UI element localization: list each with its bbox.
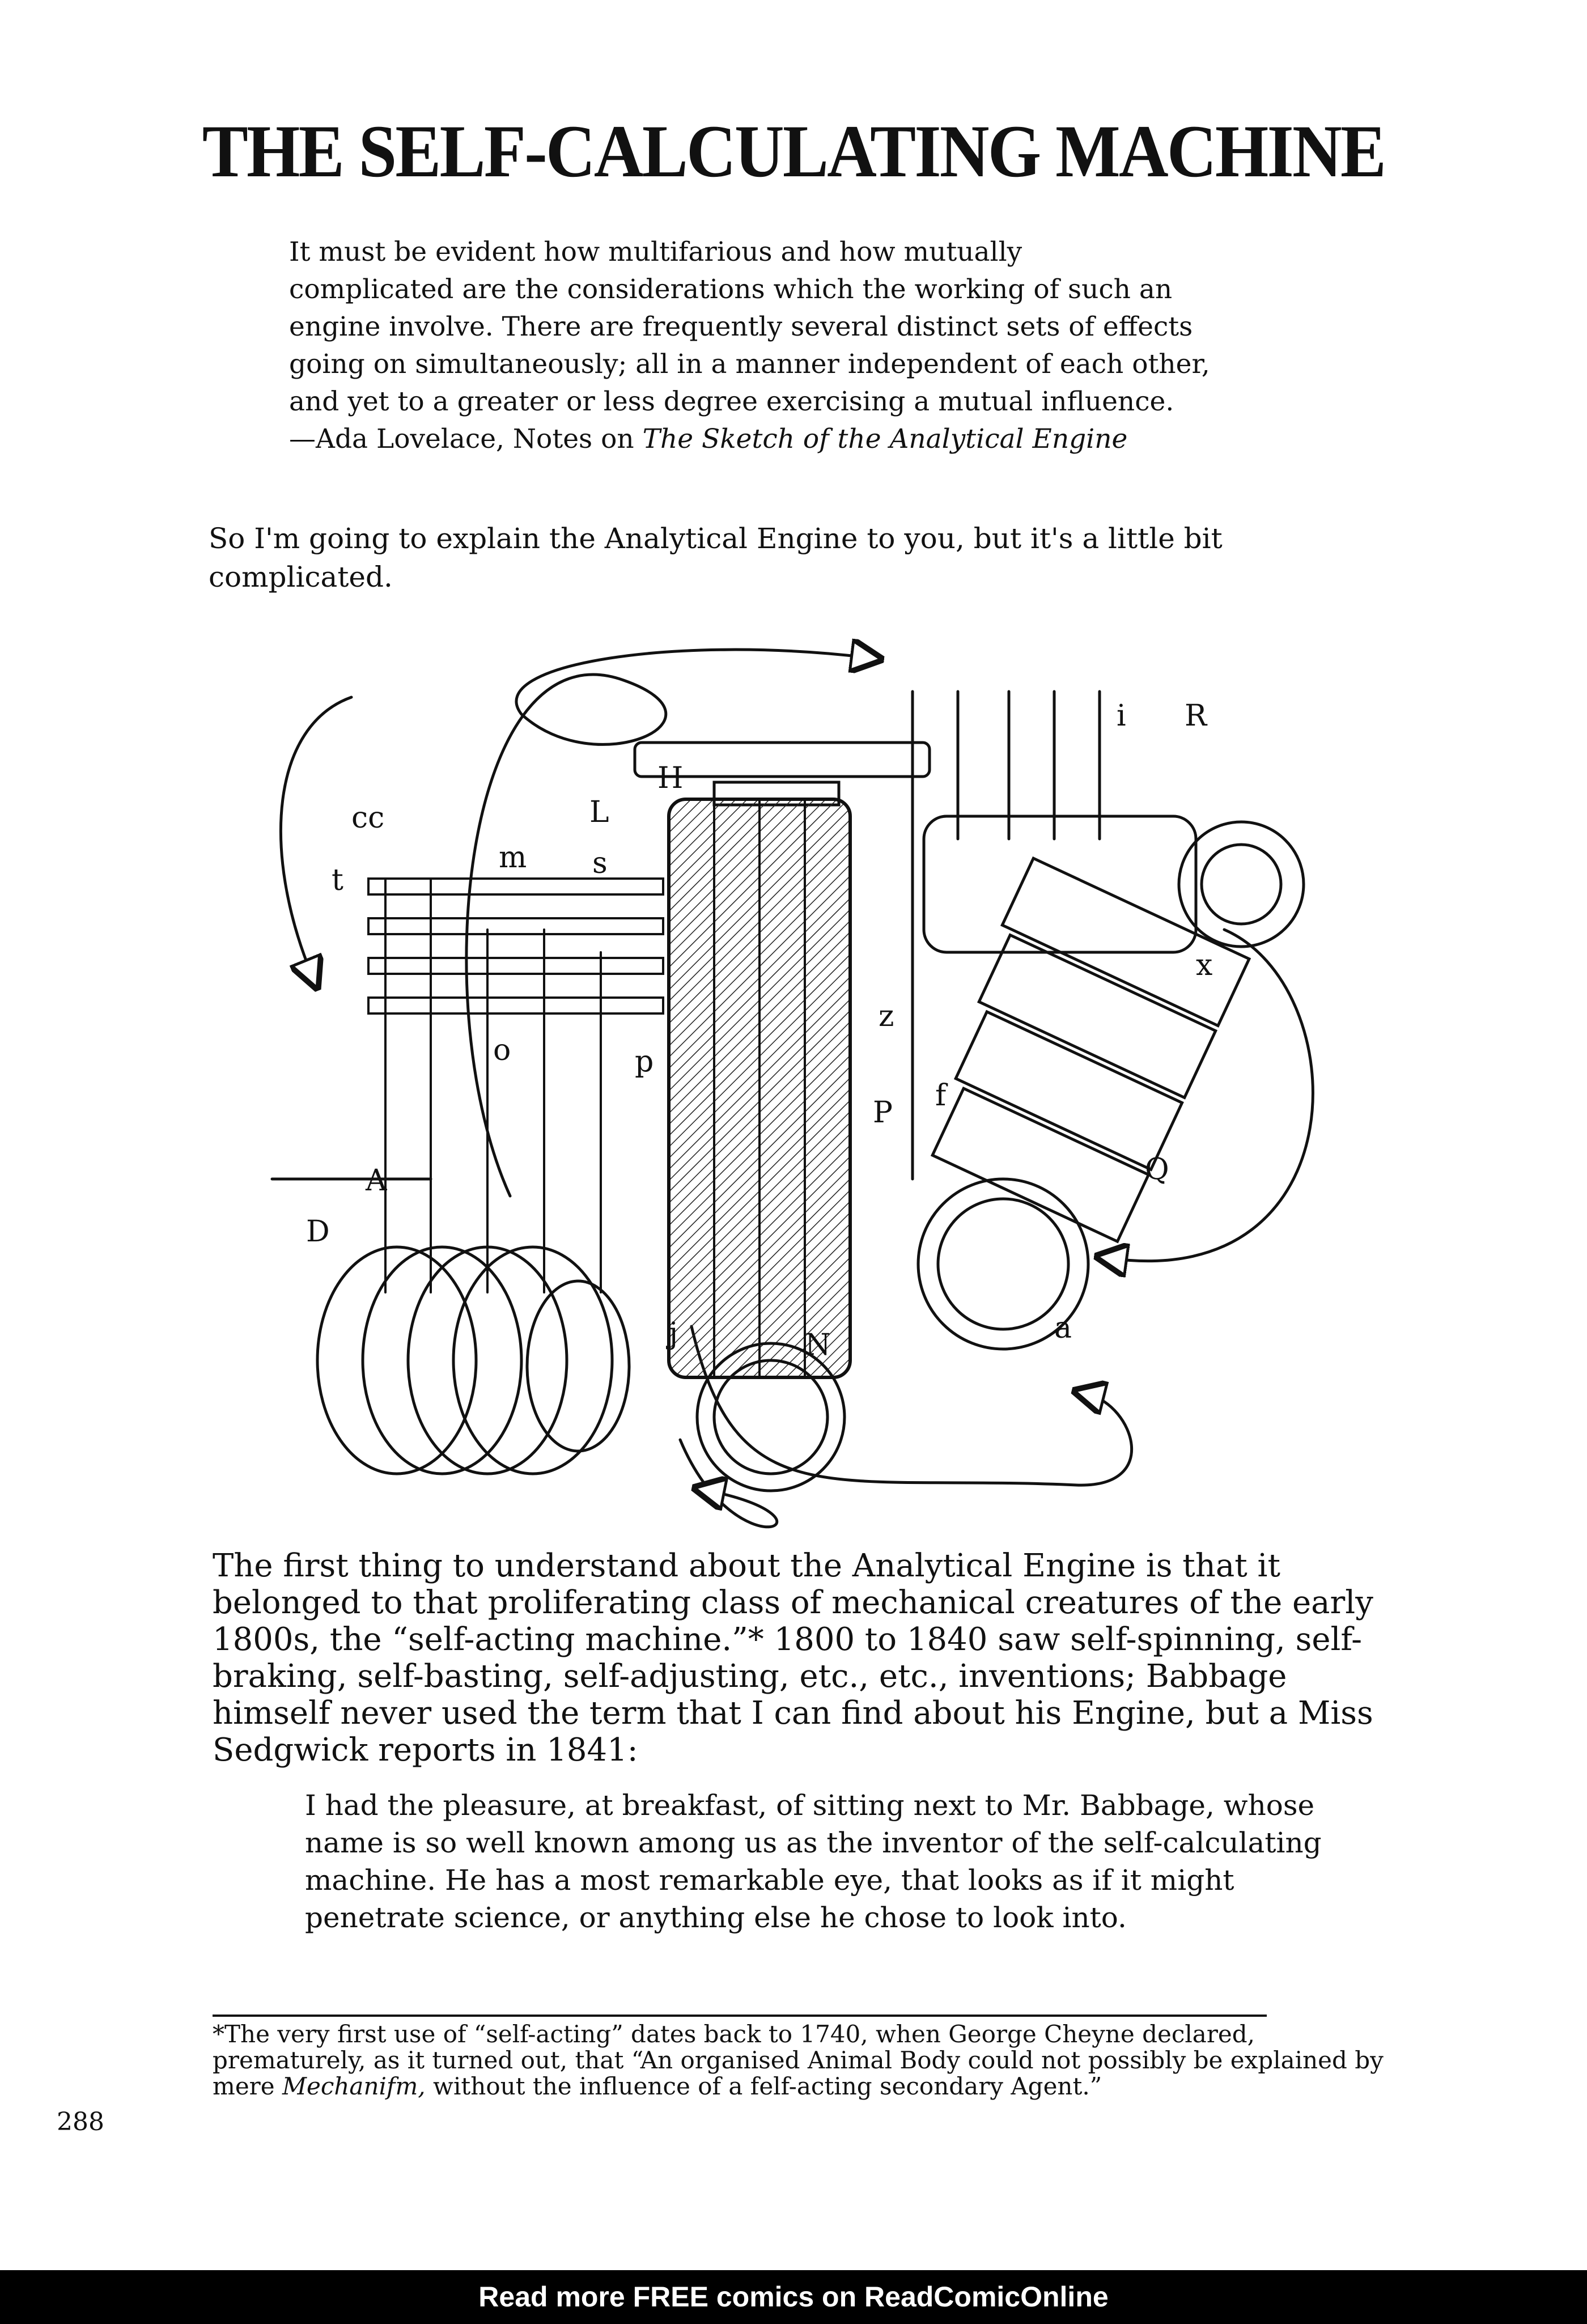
page-number: 288 xyxy=(57,2107,104,2136)
label-P: P xyxy=(873,1096,893,1130)
loop-arrow-left xyxy=(279,695,353,975)
label-R: R xyxy=(1185,699,1208,733)
label-z: z xyxy=(879,999,894,1033)
label-N: N xyxy=(805,1328,831,1362)
footnote: *The very first use of “self-acting” dat… xyxy=(213,2021,1403,2100)
epigraph-line: and yet to a greater or less degree exer… xyxy=(289,386,1174,417)
attribution-work: The Sketch of the Analytical Engine xyxy=(642,423,1128,455)
label-s: s xyxy=(592,846,608,880)
label-D: D xyxy=(306,1215,330,1249)
page-title: THE SELF-CALCULATING MACHINE xyxy=(202,109,1386,193)
epigraph-line: going on simultaneously; all in a manner… xyxy=(289,349,1210,380)
label-H: H xyxy=(657,761,683,795)
loop-arrow-right xyxy=(1111,928,1314,1261)
label-x: x xyxy=(1196,948,1212,982)
epigraph: It must be evident how multifarious and … xyxy=(289,234,1355,458)
epigraph-attribution: —Ada Lovelace, Notes on The Sketch of th… xyxy=(289,421,1355,458)
label-t: t xyxy=(332,863,343,897)
label-a: a xyxy=(1054,1311,1072,1345)
analytical-engine-illustration: i R H L cc m s t z x o p P f A Q D j N a xyxy=(227,612,1360,1553)
promo-banner-link[interactable]: Read more FREE comics on ReadComicOnline xyxy=(0,2270,1587,2324)
label-p: p xyxy=(635,1045,654,1079)
body-paragraph: The first thing to understand about the … xyxy=(213,1547,1373,1769)
label-j: j xyxy=(666,1317,678,1351)
epigraph-line: It must be evident how multifarious and … xyxy=(289,236,1022,268)
loop-arrow-bottom xyxy=(690,1325,1133,1487)
block-quote: I had the pleasure, at breakfast, of sit… xyxy=(305,1789,1322,1934)
label-o: o xyxy=(493,1033,511,1067)
epigraph-line: engine involve. There are frequently sev… xyxy=(289,311,1193,342)
intro-paragraph: So I'm going to explain the Analytical E… xyxy=(209,522,1223,593)
label-m: m xyxy=(499,841,527,875)
attribution-prefix: —Ada Lovelace, Notes on xyxy=(289,423,643,455)
footnote-divider xyxy=(213,2015,1267,2017)
label-i: i xyxy=(1117,699,1126,733)
footnote-text: *The very first use of “self-acting” dat… xyxy=(213,2020,1384,2100)
loop-arrow-top xyxy=(465,650,867,1198)
epigraph-line: complicated are the considerations which… xyxy=(289,274,1173,305)
loop-arrow-lower xyxy=(678,1438,779,1529)
label-Q: Q xyxy=(1145,1152,1169,1186)
label-cc: cc xyxy=(351,801,384,835)
label-L: L xyxy=(589,795,609,829)
engine-drawing: i R H L cc m s t z x o p P f A Q D j N a xyxy=(270,612,1314,1529)
footnote-italic: Mechanifm, xyxy=(282,2072,426,2100)
label-A: A xyxy=(365,1164,388,1198)
label-f: f xyxy=(935,1079,948,1113)
footnote-text-end: without the influence of a felf-acting s… xyxy=(425,2072,1102,2100)
